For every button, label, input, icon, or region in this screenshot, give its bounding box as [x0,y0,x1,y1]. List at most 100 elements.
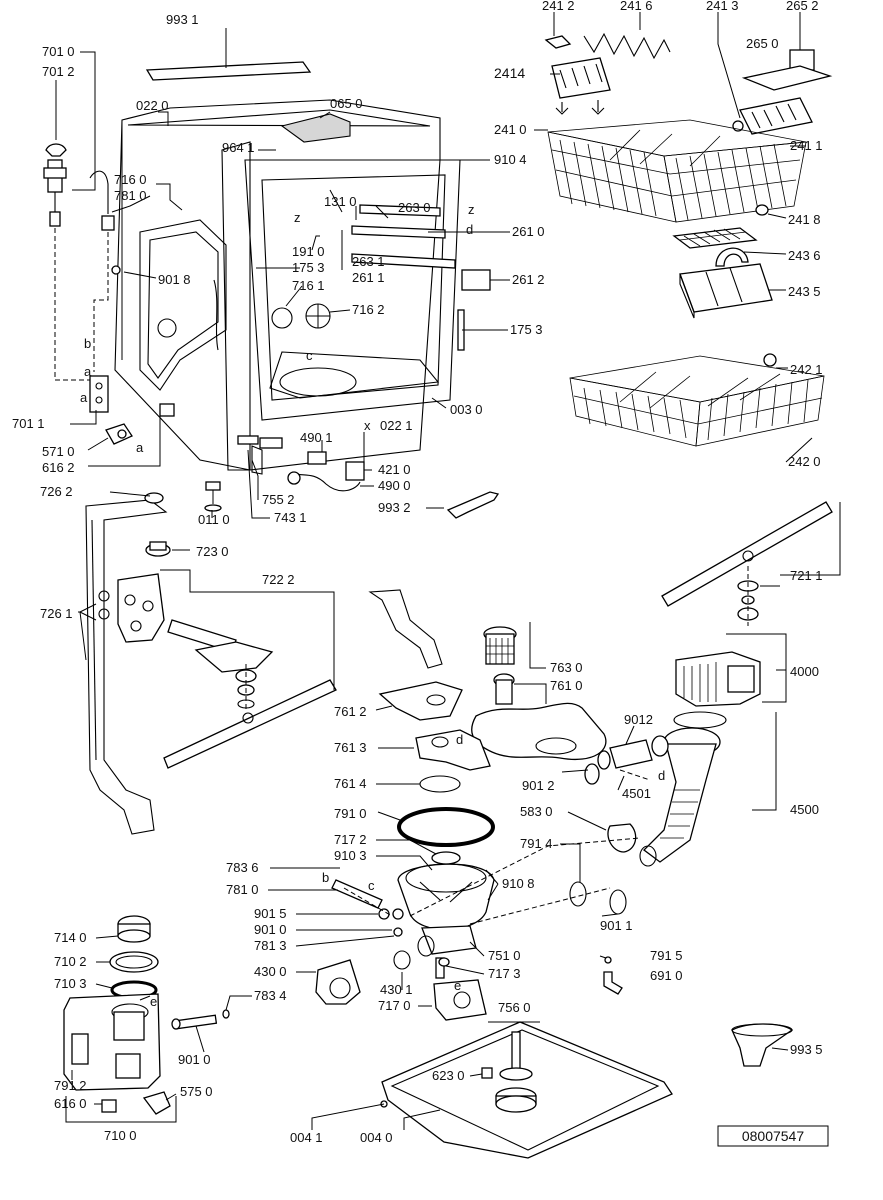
label-7100: 710 0 [104,1128,137,1143]
label-9011: 901 1 [600,918,633,933]
right-middle-parts [409,501,833,995]
label-7261: 726 1 [40,606,73,621]
marker-z: z [294,210,301,225]
label-2611: 261 1 [352,270,385,285]
marker-a: a [84,364,92,379]
label-0110: 011 0 [198,512,230,527]
label-0221: 022 1 [380,418,413,433]
label-2421: 242 1 [790,362,823,377]
label-1310: 131 0 [324,194,357,209]
label-7612: 761 2 [334,704,367,719]
label-2420: 242 0 [788,454,821,469]
label-7560: 756 0 [498,1000,531,1015]
label-2413: 241 3 [706,0,739,13]
label-7613: 761 3 [334,740,367,755]
label-5750: 575 0 [180,1084,213,1099]
marker-d-2: d [456,732,463,747]
label-9010: 901 0 [254,922,287,937]
label-7431: 743 1 [274,510,307,525]
label-7810b: 781 0 [226,882,259,897]
label-2612: 261 2 [512,272,545,287]
label-4900: 490 0 [378,478,411,493]
label-2414: 2414 [494,65,525,81]
label-4901: 490 1 [300,430,333,445]
marker-a-2: a [80,390,88,405]
label-2652: 265 2 [786,0,819,13]
upper-basket-area [544,32,833,447]
label-7161: 716 1 [292,278,325,293]
label-9012a: 9012 [624,712,653,727]
label-7140: 714 0 [54,930,87,945]
marker-b-2: b [322,870,329,885]
label-7011: 701 1 [12,416,45,431]
label-7173: 717 3 [488,966,521,981]
label-5710: 571 0 [42,444,75,459]
marker-a-3: a [136,440,144,455]
label-9103: 910 3 [334,848,367,863]
label-9641: 964 1 [222,140,255,155]
label-7160: 716 0 [114,172,147,187]
marker-e: e [454,978,461,993]
label-7914: 791 4 [520,836,553,851]
label-0030: 003 0 [450,402,483,417]
marker-b: b [84,336,91,351]
label-2610: 261 0 [512,224,545,239]
label-9012b: 901 2 [522,778,555,793]
marker-c: c [306,348,313,363]
tub-cabinet [43,61,500,519]
marker-d: d [466,222,473,237]
label-2650: 265 0 [746,36,779,51]
marker-d-3: d [658,768,665,783]
label-7510: 751 0 [488,948,521,963]
marker-e-2: e [150,994,157,1009]
label-7103: 710 3 [54,976,87,991]
salt-tank-area [63,915,230,1115]
label-7172: 717 2 [334,832,367,847]
label-4501: 4501 [622,786,651,801]
marker-c-2: c [368,878,375,893]
label-7222: 722 2 [262,572,295,587]
label-7262: 726 2 [40,484,73,499]
label-6230: 623 0 [432,1068,465,1083]
sump-assembly [315,589,607,1021]
label-1753a: 175 3 [292,260,325,275]
marker-z-2: z [468,202,475,217]
spray-pipe-area [85,492,337,835]
base-area [380,1021,794,1159]
label-4300: 430 0 [254,964,287,979]
label-6910: 691 0 [650,968,683,983]
label-9931: 993 1 [166,12,199,27]
leader-lines [55,12,841,1130]
label-7810: 781 0 [114,188,147,203]
label-2412: 241 2 [542,0,575,13]
label-7010: 701 0 [42,44,75,59]
label-2436: 243 6 [788,248,821,263]
label-9015: 901 5 [254,906,287,921]
label-7836: 783 6 [226,860,259,875]
label-2435: 243 5 [788,284,821,299]
label-9935: 993 5 [790,1042,823,1057]
label-2416: 241 6 [620,0,653,13]
label-7915: 791 5 [650,948,683,963]
label-7170: 717 0 [378,998,411,1013]
label-2630: 263 0 [398,200,431,215]
label-7211: 721 1 [790,568,823,583]
marker-x: x [364,418,371,433]
label-9932: 993 2 [378,500,411,515]
label-9018: 901 8 [158,272,191,287]
label-7910: 791 0 [334,806,367,821]
label-7834: 783 4 [254,988,287,1003]
label-7614: 761 4 [334,776,367,791]
label-9104: 910 4 [494,152,527,167]
label-0041: 004 1 [290,1130,323,1145]
label-4000: 4000 [790,664,819,679]
label-7102: 710 2 [54,954,87,969]
label-7630: 763 0 [550,660,583,675]
label-5830: 583 0 [520,804,553,819]
label-7552: 755 2 [262,492,295,507]
label-7610: 761 0 [550,678,583,693]
label-7813: 781 3 [254,938,287,953]
doc-code-box: 08007547 [717,1125,829,1147]
label-6160: 616 0 [54,1096,87,1111]
